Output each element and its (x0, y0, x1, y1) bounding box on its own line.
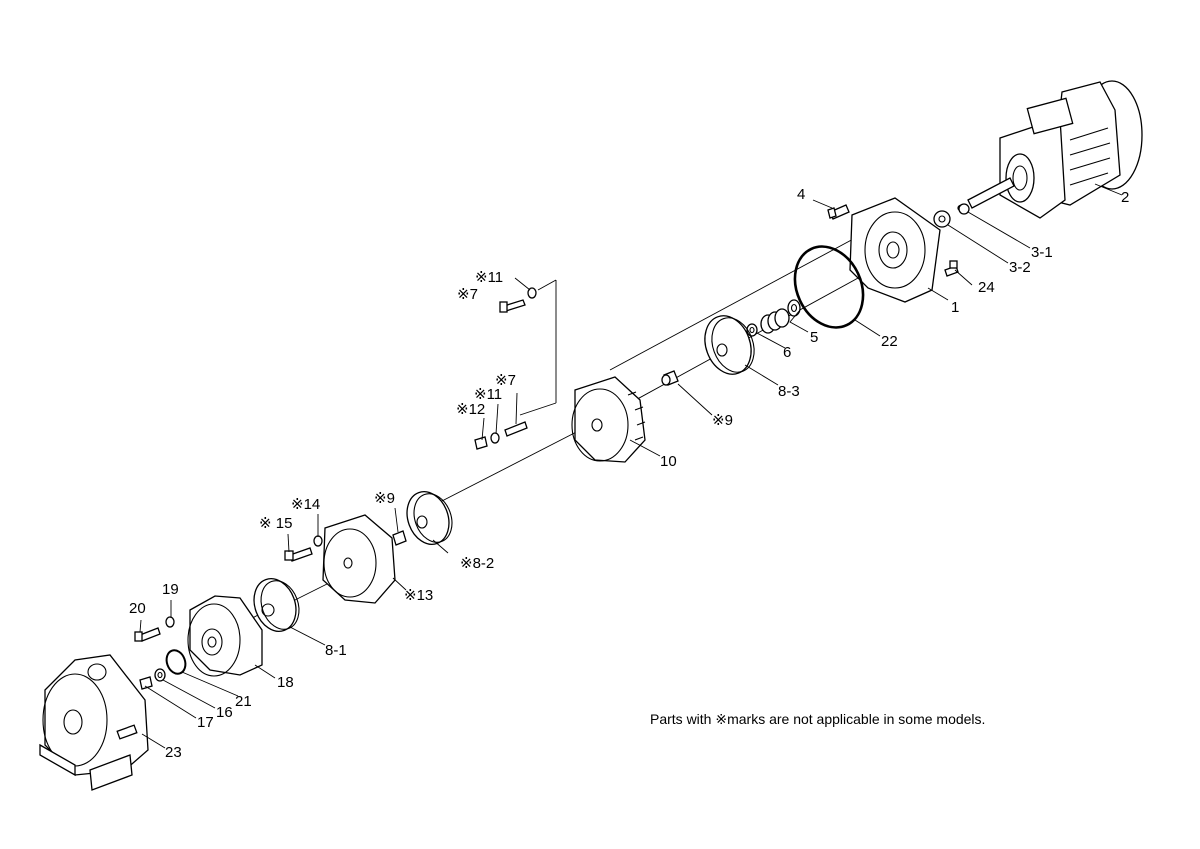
label-part-8-3: 8-3 (778, 383, 800, 400)
cover-18 (187, 595, 263, 677)
bolt-24 (944, 260, 959, 277)
label-part-9-upper: ※9 (712, 412, 733, 429)
stud-bolt-7-upper (499, 287, 537, 313)
label-part-13: ※13 (404, 587, 433, 604)
diffuser-13 (322, 514, 396, 604)
label-part-19: 19 (162, 581, 179, 598)
bolt-20 (134, 616, 175, 642)
label-part-5: 5 (810, 329, 818, 346)
spacer-9-lower (392, 530, 407, 546)
impeller-8-1 (253, 578, 300, 632)
motor (933, 80, 1143, 228)
label-part-15: ※ 15 (259, 515, 292, 532)
label-part-2: 2 (1121, 189, 1129, 206)
label-part-24: 24 (978, 279, 995, 296)
washer-6 (746, 323, 758, 337)
label-part-9-lower: ※9 (374, 490, 395, 507)
label-part-7-lower: ※7 (495, 372, 516, 389)
footnote: Parts with ※marks are not applicable in … (650, 711, 985, 727)
label-part-3-1: 3-1 (1031, 244, 1053, 261)
label-part-16: 16 (216, 704, 233, 721)
spacer-9-upper (661, 370, 679, 386)
label-part-1: 1 (951, 299, 959, 316)
mechanical-seal-spring (760, 299, 801, 334)
label-part-18: 18 (277, 674, 294, 691)
impeller-8-2 (406, 491, 453, 545)
bracket-plate (849, 197, 941, 303)
label-part-23: 23 (165, 744, 182, 761)
label-part-17: 17 (197, 714, 214, 731)
washer-nut-16-17 (139, 668, 166, 690)
pump-casing (39, 654, 149, 791)
label-part-4: 4 (797, 186, 805, 203)
label-part-6: 6 (783, 344, 791, 361)
label-part-8-2: ※8-2 (460, 555, 494, 572)
label-part-11-lower: ※11 (474, 386, 502, 403)
stud-bolt-7-lower (474, 421, 528, 450)
large-o-ring (793, 245, 865, 329)
label-part-8-1: 8-1 (325, 642, 347, 659)
label-part-22: 22 (881, 333, 898, 350)
bolt-15 (284, 535, 323, 562)
leader-lines (139, 183, 1123, 749)
label-part-12: ※12 (456, 401, 485, 418)
label-part-20: 20 (129, 600, 146, 617)
small-o-ring (165, 649, 187, 675)
label-part-14: ※14 (291, 496, 320, 513)
label-part-10: 10 (660, 453, 677, 470)
bolt-4 (827, 204, 850, 220)
label-part-7-upper: ※7 (457, 286, 478, 303)
label-part-21: 21 (235, 693, 252, 710)
diffuser-10 (571, 376, 646, 463)
impeller-8-3 (704, 315, 755, 375)
label-part-11-upper: ※11 (475, 269, 503, 286)
part-labels: 4 2 3-1 3-2 24 1 22 5 6 8-3 ※9 10 ※11 ※7… (129, 186, 1129, 761)
label-part-3-2: 3-2 (1009, 259, 1031, 276)
